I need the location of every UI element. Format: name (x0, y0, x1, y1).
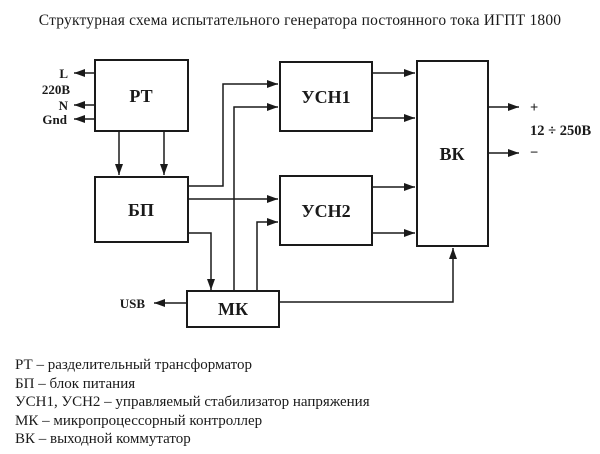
io-labels: L 220В N Gnd USB + 12 ÷ 250В − (42, 66, 592, 311)
block-bp: БП (94, 176, 189, 243)
block-usn1-label: УСН1 (301, 87, 350, 107)
block-vk-label: ВК (439, 144, 464, 164)
output-label-minus: − (530, 145, 538, 161)
block-bp-label: БП (128, 200, 154, 220)
block-vk-box (416, 60, 489, 247)
block-rt-label: РТ (129, 86, 152, 106)
wire-mk-to-vk (279, 248, 457, 303)
block-usn1-box (279, 61, 373, 132)
output-label-range: 12 ÷ 250В (530, 123, 591, 139)
block-usn1: УСН1 (279, 61, 373, 132)
block-vk: ВК (416, 60, 489, 247)
legend-line-usn: УСН1, УСН2 – управляемый стабилизатор на… (15, 394, 370, 411)
input-label-gnd: Gnd (42, 112, 67, 127)
legend: РТ – разделительный трансформатор БП – б… (15, 356, 370, 449)
input-label-l: L (59, 66, 68, 81)
input-label-n: N (59, 98, 69, 113)
legend-line-bp: БП – блок питания (15, 375, 136, 392)
block-usn2-box (279, 175, 373, 246)
output-label-plus: + (530, 100, 538, 116)
wire-bp-to-usn1 (188, 80, 278, 187)
usb-label: USB (120, 296, 146, 311)
block-usn2: УСН2 (279, 175, 373, 246)
wire-mk-to-usn1 (233, 103, 278, 291)
diagram-title: Структурная схема испытательного генерат… (38, 12, 562, 29)
block-mk: МК (186, 290, 280, 328)
legend-line-vk: ВК – выходной коммутатор (15, 431, 191, 448)
input-label-220v: 220В (42, 82, 71, 97)
legend-line-mk: МК – микропроцессорный контроллер (15, 412, 263, 429)
block-rt: РТ (94, 59, 189, 132)
wire-mk-to-usn2 (256, 218, 278, 291)
block-usn2-label: УСН2 (301, 201, 350, 221)
block-mk-box (186, 290, 280, 328)
wires (74, 69, 519, 307)
block-bp-box (94, 176, 189, 243)
block-mk-label: МК (218, 299, 248, 319)
block-rt-box (94, 59, 189, 132)
wire-bp-to-mk (188, 232, 215, 290)
legend-line-rt: РТ – разделительный трансформатор (15, 357, 252, 373)
